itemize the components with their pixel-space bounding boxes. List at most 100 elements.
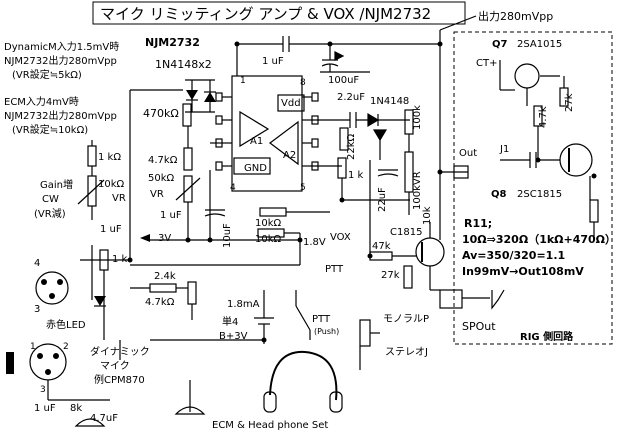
ct-plus-label: CT+ [476, 58, 497, 69]
ecm-input-note: ECM入力4mV時 [4, 95, 79, 108]
gain-calc: Av=350/320=1.1 [462, 249, 565, 262]
mic-label: マイク [100, 360, 130, 372]
dynamic-mic-head [74, 418, 106, 427]
conn-pin-3: 3 [34, 304, 40, 315]
c1815-label: C1815 [390, 227, 422, 238]
resistor-27k-bot [403, 265, 413, 289]
r-10k-a-label: 10kΩ [255, 218, 282, 229]
stereo-jack-label: ステレオJ [385, 346, 428, 358]
headset-right-ear [329, 391, 343, 413]
ic-pin5: 5 [300, 183, 306, 193]
r-10k-vr-label: 10kΩ [98, 179, 125, 190]
ecm-mic-head [174, 406, 206, 415]
conn-pin-4: 4 [34, 258, 40, 269]
diode-pair-label: 1N4148x2 [155, 58, 212, 71]
vr-50k-vr: VR [150, 189, 164, 200]
mic-pin-3: 3 [40, 385, 46, 395]
resistor-1k-left [87, 145, 97, 167]
cap-10uf-label: 10uF [222, 223, 233, 248]
resistor-22k [339, 127, 349, 151]
dynamic-output-note: NJM2732出力280mVpp [4, 54, 117, 67]
transistor-c1815 [415, 237, 445, 267]
cap-1uf-mid: 1 uF [160, 210, 182, 221]
cap-4-7uf-label: 4.7uF [90, 413, 118, 424]
resistor-10k-a [259, 207, 287, 217]
red-led [94, 296, 106, 306]
resistor-470k [182, 103, 192, 127]
r-27k-bot-label: 27k [381, 270, 400, 281]
output-level-label: 出力280mVpp [478, 9, 553, 23]
diode-1n4148 [367, 112, 380, 128]
vr-label: VR [112, 193, 126, 204]
ic-pin1: 1 [240, 76, 246, 86]
led-label: 赤色LED [46, 318, 86, 331]
stereo-jack [359, 319, 371, 347]
transistor-q8 [559, 143, 593, 177]
title: マイク リミッティング アンプ & VOX /NJM2732 [100, 5, 431, 23]
ic-pin8: 8 [300, 78, 306, 88]
junction-dots [127, 41, 597, 343]
resistor-2-4k [149, 283, 177, 293]
q8-label: Q8 [491, 189, 507, 200]
r-100k-label: 100k [412, 105, 423, 130]
r-4-7k-b-label: 4.7kΩ [145, 297, 175, 308]
diode-pair [185, 79, 216, 113]
ic-body [231, 75, 303, 192]
headset-band [269, 350, 338, 401]
ptt-connector [35, 271, 69, 305]
mono-plug [439, 289, 463, 309]
cap-1uf-mic: 1 uF [34, 403, 56, 414]
cap-1uf-left: 1 uF [100, 224, 122, 235]
rig-circuit-label: RIG 側回路 [520, 330, 574, 343]
r-4-7k-rig-label: 4.7k [538, 106, 549, 128]
opamp-a1-label: A1 [250, 136, 263, 147]
opamp-a1 [239, 110, 270, 148]
r11-label: R11; [464, 217, 492, 230]
diode-1n4148-label: 1N4148 [370, 96, 409, 107]
in-out-levels: In99mV→Out108mV [462, 265, 584, 278]
r-4-7k-label: 4.7kΩ [148, 155, 178, 166]
r-2-4k-label: 2.4k [154, 271, 176, 282]
mic-plug [6, 352, 14, 374]
r-1k-left-label: 1 kΩ [98, 152, 121, 163]
ptt-push-label: (Push) [314, 327, 339, 336]
r-1k-right-label: 1 k [348, 170, 364, 181]
resistor-4-7k-b [187, 281, 197, 305]
resistor-4-7k [183, 147, 193, 171]
transistor-q7 [514, 63, 540, 89]
j1-label: J1 [499, 144, 509, 155]
wiring [47, 60, 595, 401]
r-470k-label: 470kΩ [143, 107, 179, 120]
ptt-out-label: PTT [325, 264, 344, 275]
mic-example-label: 例CPM870 [94, 373, 145, 386]
title-box [92, 1, 466, 25]
dynamic-vr-note: (VR設定≒5kΩ) [12, 68, 82, 81]
q7-part: 2SA1015 [517, 39, 562, 50]
cap-100uf [320, 44, 370, 73]
mono-plug-label: モノラルP [383, 313, 429, 325]
v1-8-label: 1.8V [303, 237, 326, 248]
ic-pin4: 4 [230, 183, 236, 193]
out-label: Out [459, 148, 477, 159]
cap-100uf-label: 100uF [328, 75, 359, 86]
ptt-switch-label: PTT [312, 314, 331, 325]
v3-label: 3V [158, 233, 171, 244]
r-27k-rig-label: 27k [564, 93, 575, 112]
ic-vdd: Vdd [281, 98, 301, 109]
r11-change: 10Ω⇒320Ω（1kΩ+470Ω） [462, 233, 616, 246]
ecm-vr-note: (VR設定≒10kΩ) [12, 123, 88, 136]
battery-voltage: B+3V [219, 331, 248, 342]
cap-2-2uf-label: 2.2uF [337, 92, 365, 103]
vr-down-label: (VR減) [34, 207, 66, 220]
r-47k-label: 47k [372, 241, 391, 252]
headset-left-ear [263, 391, 277, 413]
vr-100k-label: 100kVR [412, 171, 423, 210]
opamp-a2 [269, 120, 299, 166]
r-10k-rig-label: 10k [422, 206, 433, 225]
ecm-headset-label: ECM & Head phone Set [212, 420, 328, 431]
r-22k-label: 22kΩ [346, 133, 357, 160]
q8-part: 2SC1815 [517, 189, 562, 200]
mic-pin-2: 2 [63, 342, 69, 352]
